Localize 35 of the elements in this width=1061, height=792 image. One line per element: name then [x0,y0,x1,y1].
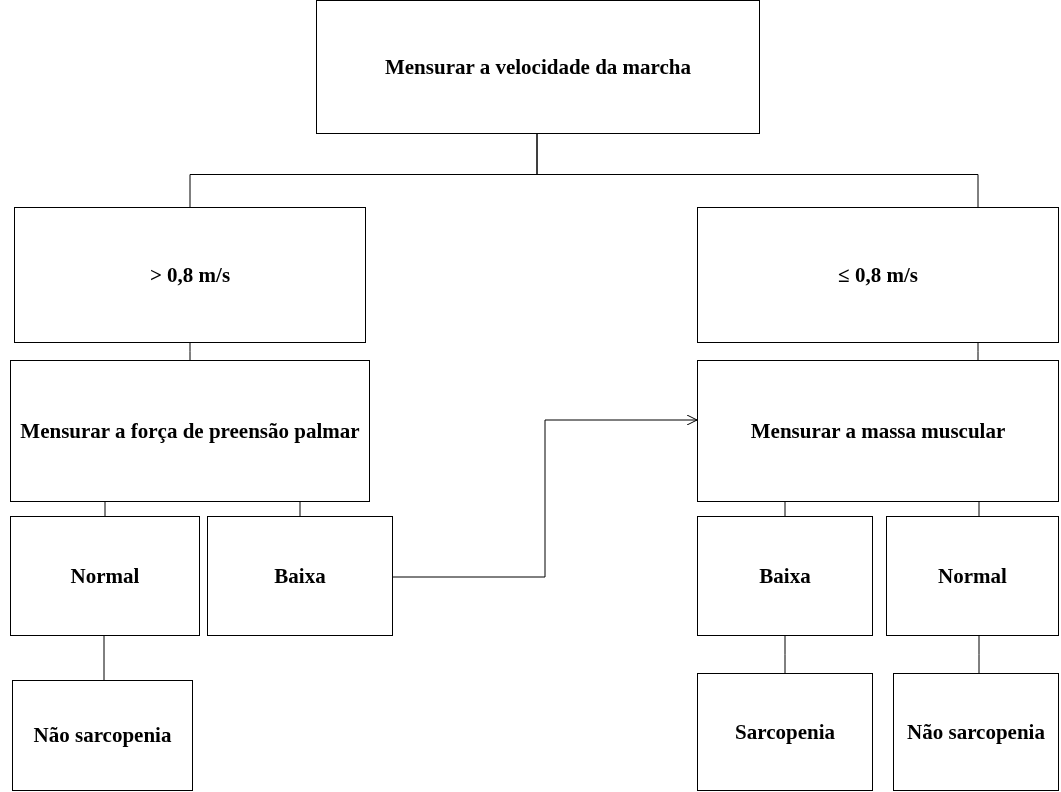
connector-line [784,501,786,517]
arrow [392,414,698,578]
connector-line [189,342,191,361]
box-label: Normal [938,562,1007,590]
box-label: Não sarcopenia [907,718,1045,746]
connector-line [784,635,786,674]
connector-line [536,133,979,208]
process-box [893,673,1059,791]
box-label: Mensurar a velocidade da marcha [384,53,691,81]
process-box [697,207,1059,343]
process-box [697,516,873,636]
connector-line [299,501,301,517]
process-box [14,207,366,343]
connector-line [103,635,105,681]
process-box [207,516,393,636]
box-label: Baixa [274,562,326,590]
connector-line [977,342,979,361]
box-label: Baixa [759,562,811,590]
box-label: > 0,8 m/s [149,261,231,289]
box-label: Sarcopenia [735,718,835,746]
process-box [697,360,1059,502]
box-label: Normal [70,562,140,590]
connector-line [978,635,980,674]
process-box [886,516,1059,636]
box-label: Mensurar a força de preensão palmar [20,417,360,445]
process-box [697,673,873,791]
process-box [316,0,760,134]
connector-line [978,501,980,517]
connector-line [104,501,106,517]
box-label: Mensurar a massa muscular [750,417,1006,445]
box-label: ≤ 0,8 m/s [838,261,918,289]
box-label: Não sarcopenia [33,722,172,750]
process-box [10,516,200,636]
process-box [10,360,370,502]
process-box [12,680,193,791]
